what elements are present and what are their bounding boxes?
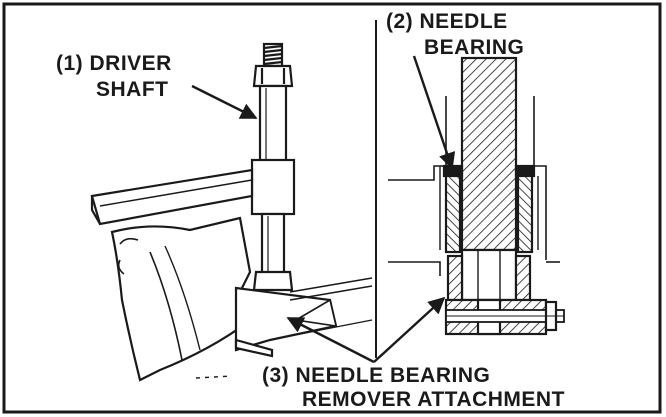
leader-lines <box>191 55 456 364</box>
remover-pointer-left <box>286 316 375 364</box>
driver-shaft-lower <box>260 212 286 276</box>
remover-attachment-left <box>252 270 294 292</box>
driver-shaft-label-line1: (1) DRIVER <box>56 52 172 75</box>
shaft-thread <box>262 42 284 68</box>
bearing-lip-right <box>514 164 536 178</box>
driver-shaft-label-line2: SHAFT <box>96 78 169 101</box>
shaft-collar <box>250 158 296 216</box>
left-assembly-view <box>90 42 373 382</box>
needle-bearing-left <box>444 170 462 254</box>
driver-shaft-pointer <box>191 84 258 120</box>
puller-arm <box>90 168 254 226</box>
remover-pointer-right <box>373 296 446 363</box>
attachment-body <box>460 248 518 302</box>
shaft-nut <box>252 64 294 88</box>
needle-bearing-label-line1: (2) NEEDLE <box>386 10 508 33</box>
remover-attachment-label-line2: REMOVER ATTACHMENT <box>302 388 565 411</box>
needle-bearing-label-line2: BEARING <box>424 36 525 59</box>
right-section-view <box>388 56 565 336</box>
figure-border <box>2 2 662 414</box>
swing-arm-housing <box>110 216 252 382</box>
needle-bearing-pointer <box>412 55 456 170</box>
needle-bearing-right <box>516 170 534 254</box>
driver-shaft-section <box>460 56 518 252</box>
remover-attachment-label-line1: (3) NEEDLE BEARING <box>262 364 491 387</box>
